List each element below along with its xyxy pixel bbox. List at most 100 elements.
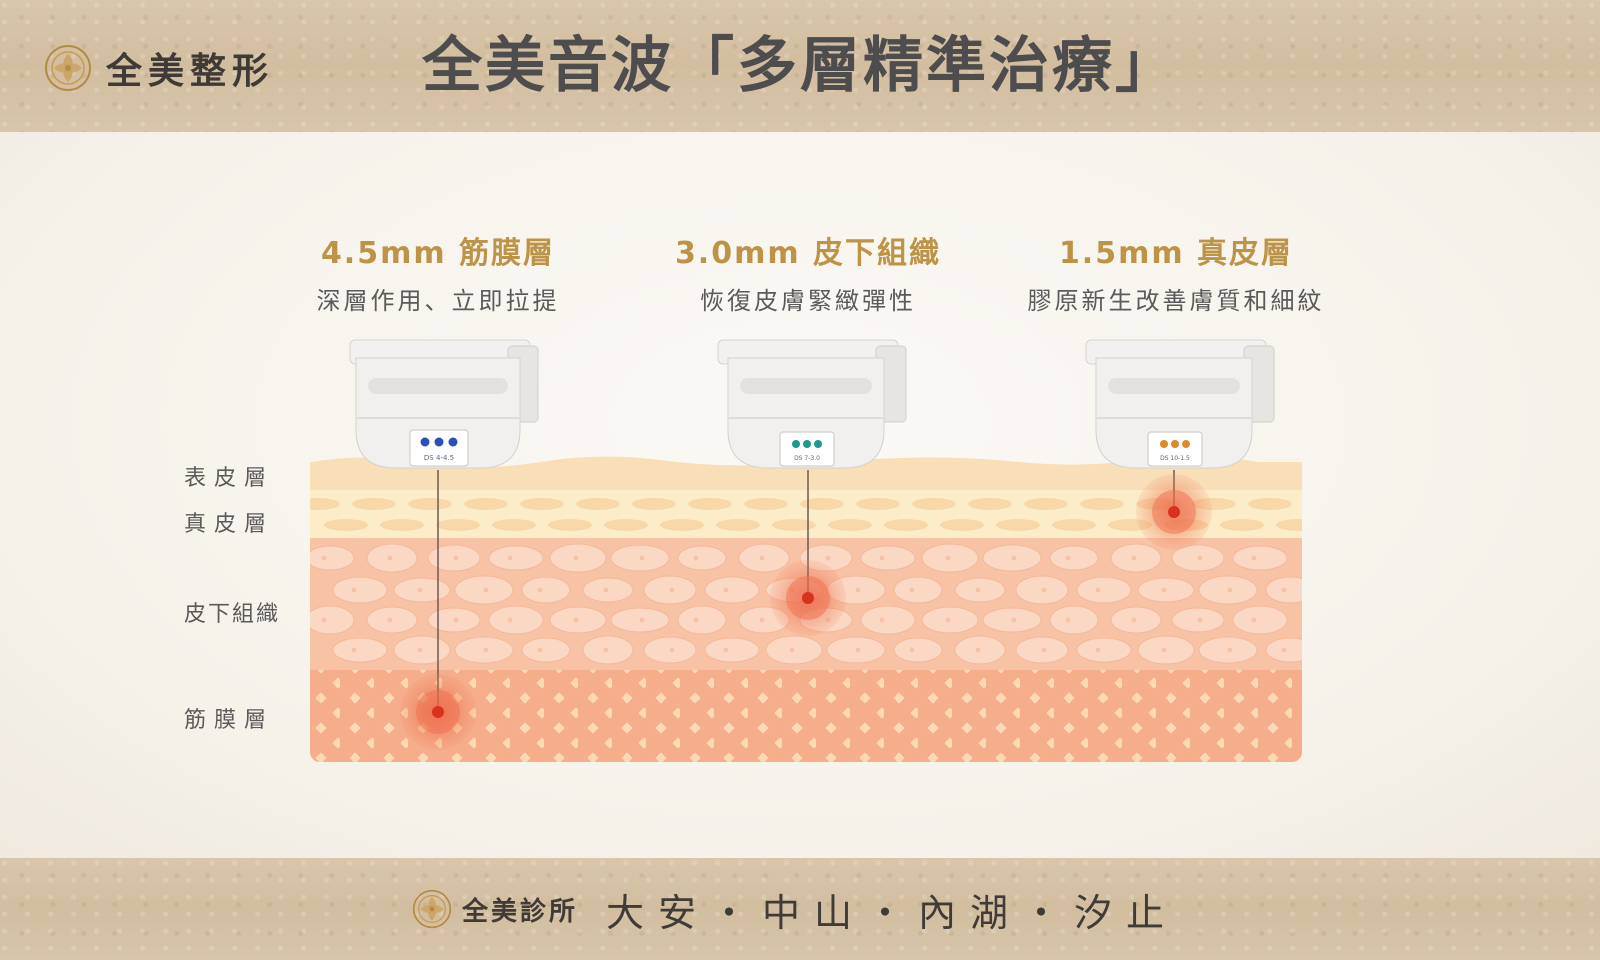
fat-cell xyxy=(488,545,544,571)
fat-cell-nucleus xyxy=(387,617,393,623)
fat-cell-nucleus xyxy=(603,647,609,653)
fat-cell-nucleus xyxy=(945,617,951,623)
fat-cell-nucleus xyxy=(1197,617,1203,623)
dermis-oval xyxy=(310,498,340,510)
cartridge-smas: DS 4-4.5 xyxy=(349,339,539,469)
fat-cell-nucleus xyxy=(483,587,489,593)
dermis-oval xyxy=(660,519,704,531)
fat-cell-nucleus xyxy=(1281,587,1287,593)
dermis-oval xyxy=(1080,498,1124,510)
fat-cell-nucleus xyxy=(453,555,459,561)
fat-cell-nucleus xyxy=(321,617,327,623)
dermis-oval xyxy=(1052,519,1096,531)
fat-cell xyxy=(1076,576,1132,604)
fat-cell xyxy=(332,576,388,604)
epidermis-layer xyxy=(310,456,1302,490)
fat-cell-nucleus xyxy=(387,555,393,561)
fat-cell xyxy=(310,605,355,635)
dermis-oval xyxy=(856,498,900,510)
fat-cell-nucleus xyxy=(417,647,423,653)
fat-cell-nucleus xyxy=(945,555,951,561)
fat-cell-nucleus xyxy=(1011,555,1017,561)
cartridge-code: DS 10-1.5 xyxy=(1160,455,1190,462)
dermis-oval xyxy=(716,519,760,531)
cartridge-dots xyxy=(792,440,822,448)
dermis-oval xyxy=(800,498,844,510)
fat-cell xyxy=(677,605,727,635)
fat-cell-nucleus xyxy=(855,587,861,593)
page-title: 全美音波「多層精準治療」 xyxy=(422,31,1178,101)
brand-logo: 全美整形 xyxy=(44,42,274,94)
fat-cell xyxy=(860,545,916,571)
fat-cell-nucleus xyxy=(1161,587,1167,593)
dermis-oval xyxy=(884,519,928,531)
side-label-dermis: 真皮層 xyxy=(184,512,275,537)
dermis-oval xyxy=(408,498,452,510)
footer-clinic-row: 全美診所 大安・中山・內湖・汐止 xyxy=(412,880,1178,938)
fat-cell xyxy=(521,576,571,604)
fat-cell-nucleus xyxy=(909,587,915,593)
fat-cell-nucleus xyxy=(321,555,327,561)
fat-cell-nucleus xyxy=(1161,647,1167,653)
fat-cell-nucleus xyxy=(909,647,915,653)
fat-cell-nucleus xyxy=(1251,617,1257,623)
flower-logo-icon xyxy=(45,45,91,91)
fat-cell-nucleus xyxy=(537,647,543,653)
fat-cell-nucleus xyxy=(1197,555,1203,561)
fat-cell-nucleus xyxy=(789,647,795,653)
dermis-oval xyxy=(744,498,788,510)
fat-cell xyxy=(310,545,355,571)
fat-cell-nucleus xyxy=(669,587,675,593)
fat-cell-nucleus xyxy=(639,617,645,623)
fat-cell xyxy=(1265,576,1302,604)
dermis-oval xyxy=(968,498,1012,510)
fat-cell-nucleus xyxy=(1065,555,1071,561)
focus-point-dermis xyxy=(1136,474,1212,550)
fat-cell xyxy=(677,545,727,571)
fat-cell-nucleus xyxy=(603,587,609,593)
header-band xyxy=(0,0,1600,132)
dermis-oval xyxy=(520,498,564,510)
dermis-oval xyxy=(604,519,648,531)
dermis-oval xyxy=(464,498,508,510)
fat-cell-nucleus xyxy=(975,587,981,593)
dermis-oval xyxy=(940,519,984,531)
fat-cell xyxy=(893,576,943,604)
fat-cell-nucleus xyxy=(825,555,831,561)
fat-cell-nucleus xyxy=(669,647,675,653)
focus-point-subcutaneous xyxy=(770,560,846,636)
fat-cell-nucleus xyxy=(507,555,513,561)
fat-cell-nucleus xyxy=(759,617,765,623)
fat-cell-nucleus xyxy=(1011,617,1017,623)
dermis-oval xyxy=(380,519,424,531)
fat-cell xyxy=(332,637,388,663)
fat-cell xyxy=(1232,605,1288,635)
fat-cell-nucleus xyxy=(453,617,459,623)
side-label-smas: 筋膜層 xyxy=(184,708,275,733)
layer-heading-smas: 4.5mm 筋膜層 深層作用、立即拉提 xyxy=(258,234,618,318)
fat-cell-nucleus xyxy=(1227,587,1233,593)
cartridge-dermis: DS 10-1.5 xyxy=(1085,339,1275,469)
dermis-oval xyxy=(996,519,1040,531)
fat-cell xyxy=(704,576,760,604)
layer-heading-subcutaneous: 3.0mm 皮下組織 恢復皮膚緊緻彈性 xyxy=(628,234,988,318)
fat-cell-nucleus xyxy=(855,647,861,653)
fat-cell-nucleus xyxy=(693,617,699,623)
fat-cell-nucleus xyxy=(723,587,729,593)
cartridge-dots xyxy=(420,437,458,447)
fat-cell-nucleus xyxy=(639,555,645,561)
fat-cell-nucleus xyxy=(537,587,543,593)
cartridge-subcutaneous: DS 7-3.0 xyxy=(717,339,907,469)
dermis-oval xyxy=(828,519,872,531)
dermis-oval xyxy=(352,498,396,510)
dermis-oval xyxy=(1024,498,1068,510)
layer-depth-label: 4.5mm 筋膜層 xyxy=(320,236,556,271)
fat-cell xyxy=(488,605,544,635)
layer-effect-label: 深層作用、立即拉提 xyxy=(316,287,560,315)
fat-cell xyxy=(893,637,943,663)
dermis-oval xyxy=(548,519,592,531)
layer-effect-label: 膠原新生改善膚質和細紋 xyxy=(1027,287,1325,315)
fat-cell-nucleus xyxy=(879,617,885,623)
dermis-oval xyxy=(576,498,620,510)
